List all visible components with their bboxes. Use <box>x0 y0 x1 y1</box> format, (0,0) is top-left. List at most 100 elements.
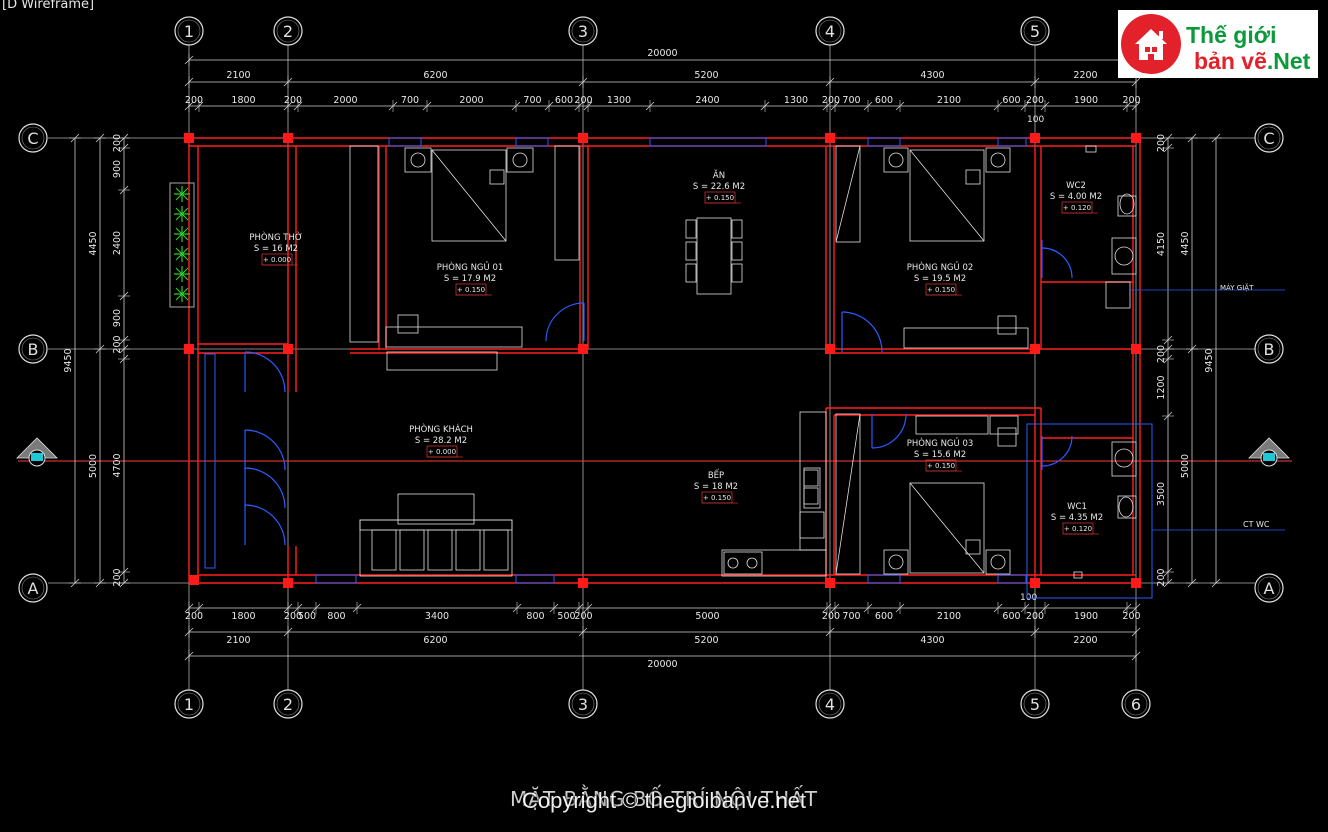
dim-top-detail-text: 1900 <box>1074 95 1098 106</box>
door-entry <box>244 467 286 509</box>
dim-top-detail-text: 700 <box>842 95 860 106</box>
site-logo[interactable]: Thế giới bản vẽ.Net <box>1118 10 1318 78</box>
door-entry <box>244 504 286 546</box>
room-name: PHÒNG NGỦ 01 <box>437 261 504 273</box>
bed-3-pillow <box>965 539 981 555</box>
room-name: PHÒNG NGỦ 03 <box>907 437 974 449</box>
dim-top-detail-text: 600 <box>875 95 893 106</box>
room-name: PHÒNG NGỦ 02 <box>907 261 974 273</box>
dim-bottom-detail-text: 600 <box>875 611 893 622</box>
burner <box>746 557 758 569</box>
dim-top-detail-text: 200 <box>1026 95 1044 106</box>
dim-bottom-detail-text: 800 <box>526 611 544 622</box>
dim-left-mid-text: 5000 <box>88 454 99 478</box>
door-entry <box>244 429 286 471</box>
wardrobe-1b <box>554 145 580 261</box>
plan-title: MẶT BẰNG BỐ TRÍ NỘI THẤT <box>509 787 819 811</box>
dim-right-detail-text: 200 <box>1156 345 1167 363</box>
room-area: S = 22.6 M2 <box>693 182 745 192</box>
dim-top-detail-text: 200 <box>822 95 840 106</box>
dim-top-detail-text: 700 <box>401 95 419 106</box>
room-area: S = 15.6 M2 <box>914 450 966 460</box>
washing-machine-icon <box>1105 281 1131 309</box>
grid-bubble-left-circle <box>18 573 48 603</box>
dim-top-detail-text: 200 <box>1122 95 1140 106</box>
grid-bubble-bottom-ring <box>571 692 595 716</box>
grid-bubble-left-circle <box>18 334 48 364</box>
column-square <box>825 344 835 354</box>
lamp-icon <box>990 554 1006 570</box>
grid-bubble-bottom-label: 6 <box>1131 695 1141 714</box>
dim-bottom-detail-text: 1900 <box>1074 611 1098 622</box>
window <box>997 137 1027 147</box>
floor-drain <box>1085 145 1097 153</box>
room-name: WC1 <box>1067 502 1087 512</box>
column-square <box>283 133 293 143</box>
grid-bubble-right-ring <box>1257 337 1281 361</box>
column-square <box>184 133 194 143</box>
grid-bubble-right-ring <box>1257 126 1281 150</box>
grid-bubble-bottom-label: 2 <box>283 695 293 714</box>
section-mark-fill <box>1263 453 1275 461</box>
wardrobe-3c <box>835 413 861 575</box>
dim-top-detail-text: 600 <box>1002 95 1020 106</box>
wardrobe-2 <box>835 145 861 243</box>
plant-box <box>169 182 195 308</box>
room-name: PHÒNG THỜ <box>249 231 302 243</box>
bed-1-diag <box>431 149 507 242</box>
dim-right-mid-text: 5000 <box>1180 454 1191 478</box>
dim-left-detail-text: 2400 <box>112 231 123 255</box>
door-bed2 <box>841 311 883 353</box>
dim-top-mid-text: 6200 <box>423 70 447 81</box>
burner <box>727 557 739 569</box>
grid-bubble-left-label: B <box>28 340 39 359</box>
dim-top-detail-text: 1300 <box>784 95 808 106</box>
house-logo-icon <box>1121 14 1181 74</box>
dim-bottom-mid-text: 4300 <box>920 635 944 646</box>
lamp-icon <box>410 152 426 168</box>
room-area: S = 19.5 M2 <box>914 274 966 284</box>
floor-drain <box>1073 571 1083 579</box>
viewport-label[interactable]: [D Wireframe] <box>2 0 95 12</box>
room-name: WC2 <box>1066 181 1086 191</box>
dim-top-detail-text: 2000 <box>459 95 483 106</box>
lamp-icon <box>512 152 528 168</box>
logo-line-1: Thế giới <box>1186 22 1277 48</box>
grid-bubble-left-ring <box>21 126 45 150</box>
grid-bubble-top-ring <box>177 19 201 43</box>
grid-bubble-top-ring <box>276 19 300 43</box>
sofa-cushion <box>399 529 425 571</box>
wardrobe-1 <box>349 145 379 343</box>
desk-chair <box>997 315 1017 335</box>
toilet-bowl <box>1118 496 1134 518</box>
dim-bottom-mid-text: 2200 <box>1073 635 1097 646</box>
lamp-icon <box>888 554 904 570</box>
column-square <box>825 578 835 588</box>
column-square <box>1030 578 1040 588</box>
grid-bubble-bottom-ring <box>1023 692 1047 716</box>
dining-chair <box>731 219 743 239</box>
dim-top-mid-text: 5200 <box>694 70 718 81</box>
room-name: ĂN <box>713 169 725 181</box>
basin-bowl <box>1114 246 1134 266</box>
grid-bubble-right-circle <box>1254 573 1284 603</box>
window <box>388 137 422 147</box>
stove-icon <box>723 551 763 575</box>
grid-bubble-top-circle <box>273 16 303 46</box>
grid-bubble-bottom-circle <box>273 689 303 719</box>
dim-right-detail-text: 200 <box>1156 568 1167 586</box>
column-square <box>189 575 199 585</box>
column-square <box>1131 133 1141 143</box>
grid-bubble-bottom-label: 4 <box>825 695 835 714</box>
dim-bottom-mid-text: 6200 <box>423 635 447 646</box>
grid-bubble-bottom-circle <box>568 689 598 719</box>
dim-left-outer-text: 9450 <box>63 348 74 372</box>
grid-bubble-bottom-circle <box>815 689 845 719</box>
room-area: S = 17.9 M2 <box>444 274 496 284</box>
grid-bubble-left-circle <box>18 123 48 153</box>
column-square <box>825 133 835 143</box>
window <box>649 137 767 147</box>
window <box>515 137 549 147</box>
nightstand <box>985 147 1011 173</box>
